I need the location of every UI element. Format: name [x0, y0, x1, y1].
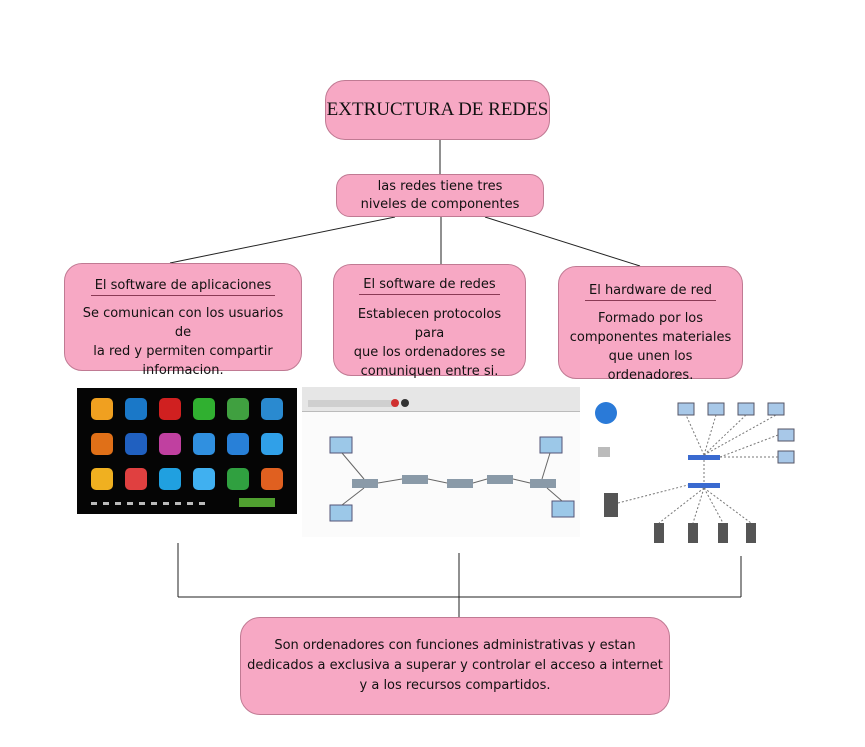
node-description: Se comunican con los usuarios de la red … — [65, 304, 301, 380]
app-icon — [193, 468, 215, 490]
network-software-image — [302, 387, 580, 537]
network-topology-drawing — [308, 399, 575, 522]
node-description: Formado por los componentes materiales q… — [559, 309, 742, 385]
node-desc-line: comuniquen entre si. — [360, 364, 499, 379]
subtitle-line-1: las redes tiene tres — [377, 179, 503, 194]
network-hardware-image — [588, 395, 800, 555]
app-icon — [159, 468, 181, 490]
node-desc-line: Formado por los — [597, 311, 704, 326]
app-icon — [193, 433, 215, 455]
app-icon — [125, 468, 147, 490]
dock-bar — [91, 502, 211, 505]
node-desc-line: que los ordenadores se — [353, 345, 506, 360]
app-icon — [227, 468, 249, 490]
simulator-toolbar — [302, 387, 580, 412]
app-icon — [91, 433, 113, 455]
subtitle-line-2: niveles de componentes — [360, 197, 520, 212]
app-icon — [91, 468, 113, 490]
node-desc-line: la red y permiten compartir — [93, 344, 273, 359]
app-icon — [159, 433, 181, 455]
app-icon — [261, 468, 283, 490]
subtitle-to-node3-line — [484, 216, 641, 267]
subtitle-to-node1-line — [169, 216, 396, 264]
diagram-title-box: EXTRUCTURA DE REDES — [325, 80, 550, 140]
node-desc-line: Se comunican con los usuarios de — [82, 306, 284, 340]
app-icon — [159, 398, 181, 420]
node-heading: El hardware de red — [584, 283, 716, 301]
node-description: Establecen protocolos para que los orden… — [334, 305, 525, 381]
diagram-title: EXTRUCTURA DE REDES — [326, 99, 549, 120]
app-icon — [193, 398, 215, 420]
node-heading: El software de redes — [359, 277, 500, 295]
node-heading: El software de aplicaciones — [90, 278, 276, 296]
node-desc-line: componentes materiales — [569, 330, 732, 345]
bottom-line-1: Son ordenadores con funciones administra… — [274, 638, 636, 653]
subtitle-box: las redes tiene tres niveles de componen… — [336, 174, 544, 217]
node-desc-line: Establecen protocolos para — [357, 307, 502, 341]
bottom-line-3: y a los recursos compartidos. — [359, 678, 551, 693]
node-desc-line: informacion. — [142, 363, 224, 378]
hardware-topology-drawing — [595, 402, 795, 543]
node-desc-line: que unen los ordenadores. — [607, 349, 694, 383]
app-icon — [125, 398, 147, 420]
app-icons-image — [77, 388, 297, 514]
node-software-aplicaciones: El software de aplicaciones Se comunican… — [64, 263, 302, 378]
app-icon — [261, 398, 283, 420]
app-icon — [91, 398, 113, 420]
node-hardware-red: El hardware de red Formado por los compo… — [558, 266, 743, 383]
servers-description-box: Son ordenadores con funciones administra… — [240, 617, 670, 715]
dock-button — [239, 498, 275, 507]
app-icon — [125, 433, 147, 455]
node-software-redes: El software de redes Establecen protocol… — [333, 264, 526, 379]
app-icon — [227, 433, 249, 455]
bottom-line-2: dedicados a exclusiva a superar y contro… — [247, 658, 663, 673]
app-icon — [227, 398, 249, 420]
app-icon — [261, 433, 283, 455]
